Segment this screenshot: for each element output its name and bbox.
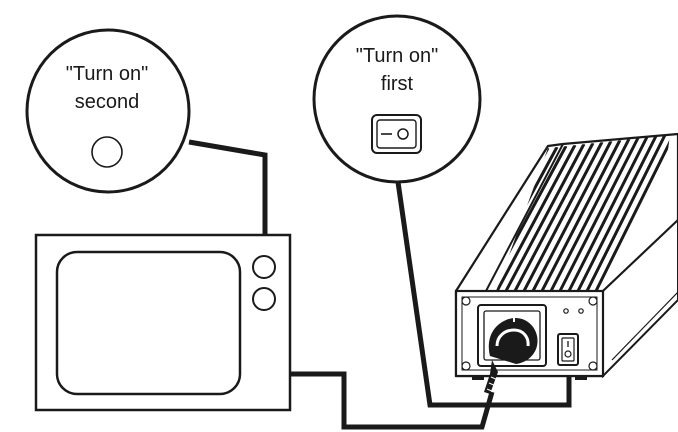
tv-power-cable — [290, 371, 495, 430]
turn-on-second-callout: "Turn on" second — [25, 28, 191, 194]
cables — [188, 139, 572, 430]
rocker-switch-icon — [371, 114, 422, 154]
callout-line-2: first — [381, 73, 414, 95]
callout-line-2: second — [75, 91, 140, 113]
callout-line-1: "Turn on" — [66, 63, 148, 85]
power-plug — [484, 316, 538, 394]
led-indicator-icon — [563, 308, 569, 314]
screw-icons — [461, 296, 598, 371]
power-button-icon — [91, 136, 123, 168]
inverter-power-switch — [557, 333, 579, 366]
turn-on-first-callout: "Turn on" first — [312, 14, 482, 184]
callout-line-1: "Turn on" — [356, 45, 438, 67]
inverter-callout-leader-line — [395, 181, 572, 408]
tv-knob-icon — [252, 287, 276, 311]
callout-bubble — [25, 28, 191, 194]
television — [34, 233, 292, 412]
tv-callout-leader-line — [188, 139, 268, 258]
power-inverter — [454, 132, 678, 394]
tv-power-button-icon — [252, 255, 276, 279]
tv-screen — [55, 250, 242, 396]
callout-bubble — [312, 14, 482, 184]
led-indicator-icon — [578, 308, 584, 314]
